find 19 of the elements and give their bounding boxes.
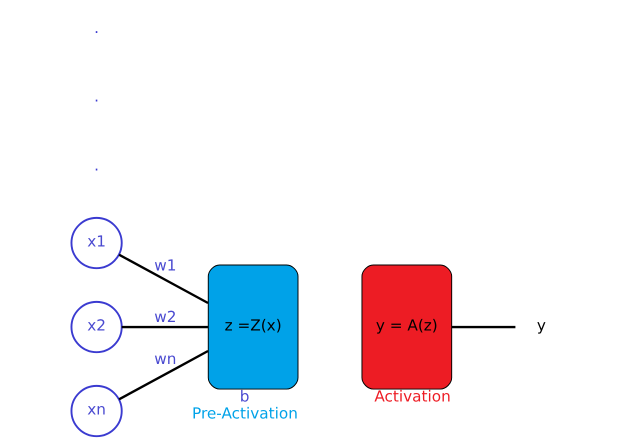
label: .: [94, 156, 99, 174]
node-label: Pre-Activation: [192, 404, 298, 422]
node-label: Activation: [374, 387, 450, 406]
edge-label: w1: [154, 256, 176, 275]
label: .: [94, 18, 99, 37]
edge-label: w2: [154, 308, 176, 326]
node-box: y = A(z): [360, 264, 452, 390]
connector: [118, 254, 208, 304]
connector: [121, 326, 208, 328]
node-circle: xn: [70, 384, 122, 438]
node-text: y: [536, 316, 546, 335]
node-box: z =Z(x): [207, 264, 298, 390]
node-circle: x2: [70, 300, 122, 354]
node-label: b: [239, 387, 249, 406]
connector: [451, 326, 515, 328]
node-circle: x1: [70, 216, 122, 270]
label: .: [94, 88, 99, 106]
edge-label: wn: [154, 350, 176, 368]
connector: [118, 350, 208, 400]
